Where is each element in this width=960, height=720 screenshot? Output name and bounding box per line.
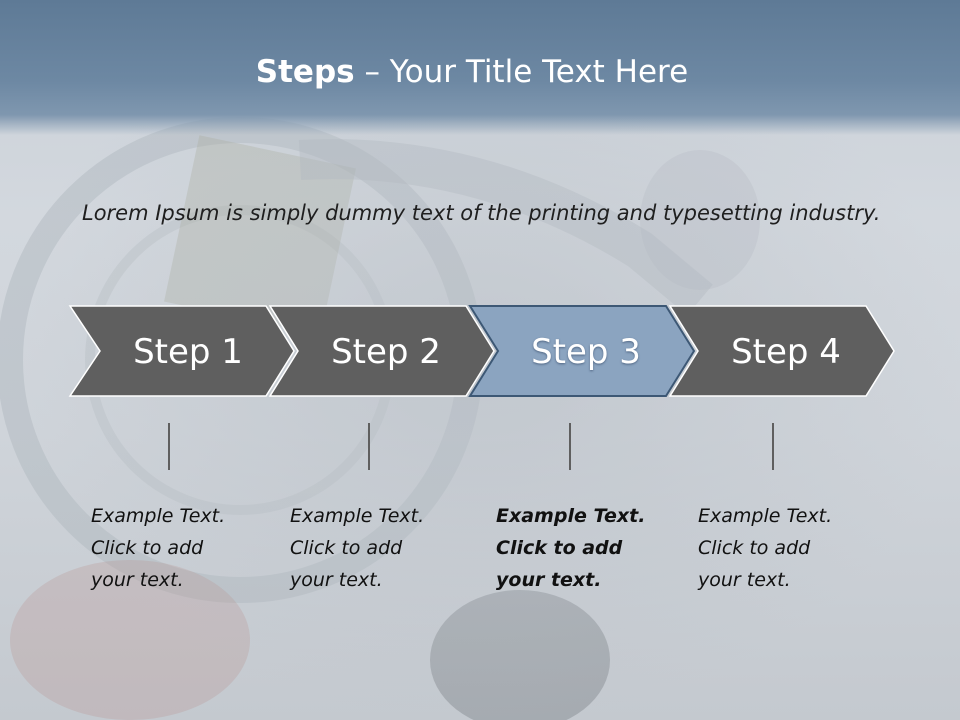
step-3-line-2: Click to add	[496, 537, 623, 559]
step-1-label[interactable]: Step 1	[133, 332, 243, 372]
title-rest: – Your Title Text Here	[354, 54, 689, 90]
step-4-connector	[772, 423, 774, 470]
step-4-line-1: Example Text.	[698, 505, 833, 527]
step-2-label[interactable]: Step 2	[331, 332, 441, 372]
step-2-connector	[368, 423, 370, 470]
step-2-line-3: your text.	[290, 569, 383, 591]
step-3-connector	[569, 423, 571, 470]
step-1-line-1: Example Text.	[91, 505, 226, 527]
step-3-line-1: Example Text.	[496, 505, 646, 527]
step-2-text[interactable]: Example Text. Click to add your text.	[290, 500, 465, 596]
header-bar	[0, 0, 960, 135]
step-3-line-3: your text.	[496, 569, 602, 591]
step-1-line-2: Click to add	[91, 537, 204, 559]
step-1-connector	[168, 423, 170, 470]
step-4-line-3: your text.	[698, 569, 791, 591]
slide-title: Steps – Your Title Text Here	[0, 54, 944, 90]
step-4-line-2: Click to add	[698, 537, 811, 559]
title-bold: Steps	[255, 54, 355, 90]
step-3-label[interactable]: Step 3	[531, 332, 641, 372]
step-2-line-2: Click to add	[290, 537, 403, 559]
step-3-text[interactable]: Example Text. Click to add your text.	[496, 500, 671, 596]
step-4-text[interactable]: Example Text. Click to add your text.	[698, 500, 873, 596]
step-1-line-3: your text.	[91, 569, 184, 591]
step-2-line-1: Example Text.	[290, 505, 425, 527]
step-1-text[interactable]: Example Text. Click to add your text.	[91, 500, 266, 596]
intro-text: Lorem Ipsum is simply dummy text of the …	[82, 201, 881, 225]
step-4-label[interactable]: Step 4	[731, 332, 841, 372]
